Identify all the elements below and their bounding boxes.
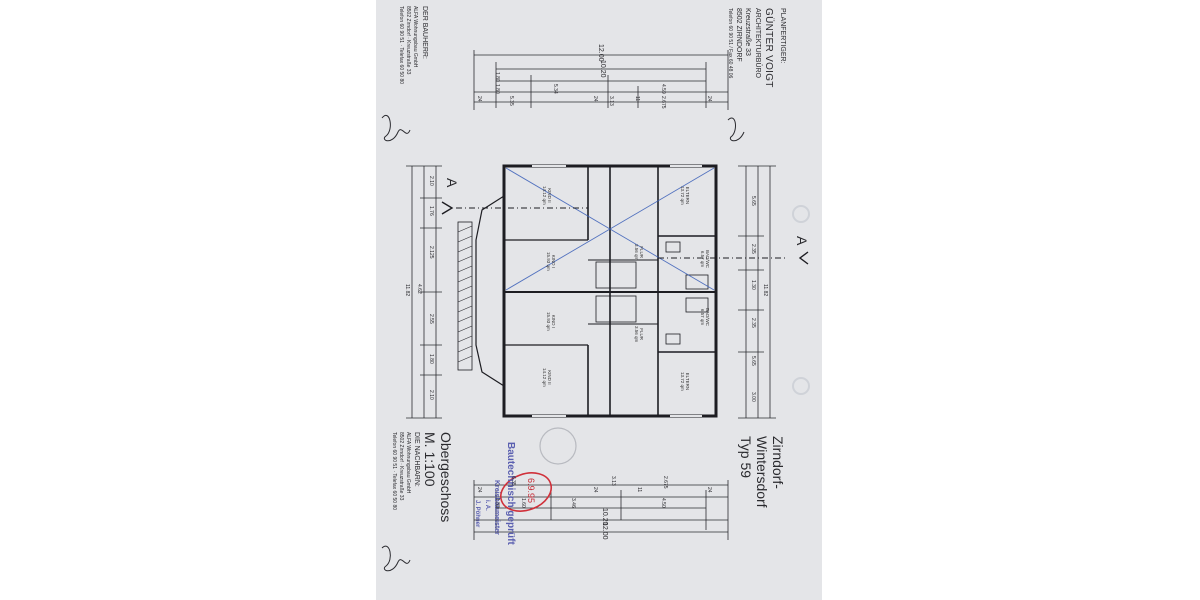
builder-heading: DER BAUHERR: bbox=[421, 6, 428, 59]
neighbors-phone: Telefon 60 90 51 · Telefax 60 50 80 bbox=[391, 432, 397, 511]
neighbors-street: 8502 Zirndorf · Kreuzstraße 33 bbox=[398, 432, 404, 501]
bottom-dim-small-1: 24 bbox=[476, 487, 482, 493]
top-dim-seg-1: 1.80 bbox=[494, 72, 500, 82]
bottom-dim-overall: 12.00 bbox=[601, 522, 608, 540]
side-dim-left-6: 1.80 bbox=[428, 354, 434, 364]
planner-heading: PLANFERTIGER: bbox=[779, 8, 786, 64]
top-dim-inner: 10.20 bbox=[599, 60, 606, 78]
bottom-dim-small-3: 24 bbox=[592, 487, 598, 493]
side-dim-overall-left: 11.82 bbox=[404, 284, 410, 297]
side-dim-right-5: 5.65 bbox=[750, 356, 756, 366]
approval-stamp-line3: J. Pöhner bbox=[474, 500, 480, 528]
builder-phone: Telefon 60 90 51 · Telefax 60 50 80 bbox=[398, 6, 404, 85]
top-dim-small-1: 24 bbox=[476, 96, 482, 102]
side-dim-left-5: 2.55 bbox=[428, 314, 434, 324]
side-dim-left-2: 1.76 bbox=[428, 206, 434, 216]
top-dim-small-7: 24 bbox=[706, 96, 712, 102]
project-title-line2: Wintersdorf bbox=[754, 436, 770, 508]
top-dim-small-6: 2.675 bbox=[660, 96, 666, 109]
side-dim-right-6: 3.00 bbox=[750, 392, 756, 402]
bottom-dim-small-6: 2.675 bbox=[662, 476, 668, 489]
project-title-line1: Zirndorf- bbox=[770, 436, 786, 489]
handwritten-date: 6.9.95 bbox=[526, 478, 536, 504]
bottom-dim-small-2: 6.35 bbox=[510, 476, 516, 486]
top-dim-seg-4: 4.59 bbox=[660, 84, 666, 94]
planner-office: ARCHITEKTURBÜRO bbox=[754, 8, 761, 79]
side-dim-right-1: 5.65 bbox=[750, 196, 756, 206]
bottom-dim-seg-3: 3.46 bbox=[570, 498, 576, 508]
builder-street: 8502 Zirndorf · Kreuzstraße 33 bbox=[405, 6, 411, 75]
planner-city: 8502 ZIRNDORF bbox=[735, 8, 742, 62]
top-dim-overall: 12.00 bbox=[597, 44, 604, 62]
planner-phone: Telefon 60 90 51 / Fax 60 48 06 bbox=[727, 8, 733, 79]
builder-name: ALFA Wohnungsbau GmbH bbox=[412, 6, 418, 68]
bottom-dim-small-5: 11 bbox=[636, 487, 642, 493]
bottom-dim-seg-1: 1.80 bbox=[494, 498, 500, 508]
bottom-dim-small-7: 24 bbox=[706, 487, 712, 493]
side-dim-left-4: 4.62 bbox=[416, 284, 422, 294]
top-dim-small-5: 11 bbox=[634, 96, 640, 102]
top-dim-small-2: 5.35 bbox=[508, 96, 514, 106]
section-mark-left: A bbox=[444, 178, 460, 188]
floor-title: Obergeschoss bbox=[438, 432, 454, 523]
planner-block: PLANFERTIGER: bbox=[779, 8, 786, 64]
binder-ring-top bbox=[792, 205, 810, 223]
side-dim-right-4: 2.35 bbox=[750, 318, 756, 328]
top-dim-seg-2: 1.80 bbox=[494, 84, 500, 94]
side-dim-left-7: 2.10 bbox=[428, 390, 434, 400]
approval-stamp-line4: i. A. bbox=[484, 500, 490, 511]
section-mark-right: A bbox=[794, 236, 810, 246]
side-dim-left-3: 2.125 bbox=[428, 246, 434, 259]
bottom-dim-seg-2: 1.60 bbox=[520, 498, 526, 508]
side-dim-right-2: 2.35 bbox=[750, 244, 756, 254]
floor-plan-drawing bbox=[381, 50, 809, 572]
planner-street: Kreuzstraße 33 bbox=[744, 8, 751, 56]
neighbors-heading: DIE NACHBARN: bbox=[413, 432, 420, 487]
binder-ring-bottom bbox=[792, 377, 810, 395]
neighbors-name: ALFA Wohnungsbau GmbH bbox=[405, 432, 411, 494]
planner-name: GÜNTER VOIGT bbox=[763, 8, 774, 88]
plan-sheet: PLANFERTIGER: GÜNTER VOIGT ARCHITEKTURBÜ… bbox=[376, 0, 822, 600]
side-dim-right-3: 1.30 bbox=[750, 280, 756, 290]
side-dim-overall-right: 11.82 bbox=[762, 284, 768, 297]
bottom-dim-seg-4: 4.50 bbox=[660, 498, 666, 508]
top-dim-small-4: 3.13 bbox=[608, 96, 614, 106]
scale-label: M. 1:100 bbox=[422, 432, 438, 487]
top-dim-seg-3: 5.34 bbox=[552, 84, 558, 94]
approval-stamp-line1: Bautechnisch geprüft bbox=[505, 442, 516, 545]
project-title-line3: Typ 59 bbox=[738, 436, 754, 479]
bottom-dim-small-4: 3.13 bbox=[610, 476, 616, 486]
top-dim-small-3: 24 bbox=[592, 96, 598, 102]
side-dim-left-1: 2.10 bbox=[428, 176, 434, 186]
